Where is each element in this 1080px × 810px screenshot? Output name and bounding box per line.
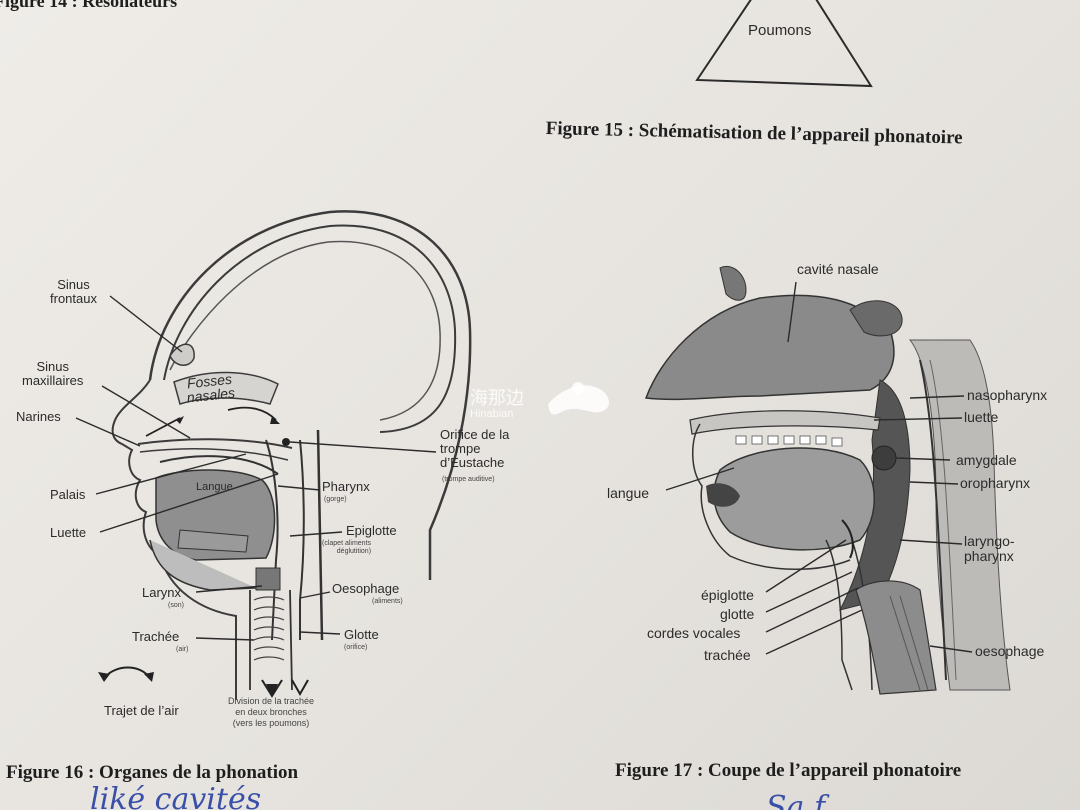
figure-14-caption: Figure 14 : Résonateurs — [0, 0, 178, 11]
label-langue-17: langue — [607, 485, 650, 501]
triangle-label-poumons: Poumons — [748, 22, 812, 39]
label-cavite-nasale: cavité nasale — [797, 261, 879, 277]
note-gorge: (gorge) — [324, 496, 347, 503]
figure-17-caption: Figure 17 : Coupe de l’appareil phonatoi… — [615, 760, 962, 781]
note-aliments: (aliments) — [372, 598, 403, 605]
figure-16-caption: Figure 16 : Organes de la phonation — [6, 762, 299, 783]
handwriting-left: liké cavités — [90, 782, 262, 810]
label-luette-16: Luette — [50, 525, 87, 540]
label-cordes-vocales: cordes vocales — [647, 625, 741, 641]
label-trajet-air: Trajet de l’air — [104, 703, 179, 718]
note-air: (air) — [176, 646, 189, 653]
label-larynx: Larynx — [142, 585, 182, 600]
label-oropharynx: oropharynx — [960, 475, 1031, 491]
label-sinus-maxillaires: Sinus maxillaires — [22, 359, 84, 388]
handwriting-right: Sa f... — [766, 790, 853, 810]
label-luette-17: luette — [964, 409, 999, 425]
label-amygdale: amygdale — [956, 452, 1017, 468]
label-pharynx: Pharynx — [322, 479, 370, 494]
label-nasopharynx: nasopharynx — [967, 387, 1048, 403]
note-orifice: (orifice) — [344, 644, 368, 651]
label-laryngopharynx: laryngo- pharynx — [964, 533, 1015, 564]
note-son: (son) — [168, 602, 184, 609]
label-langue-16: Langue — [196, 481, 233, 493]
label-glotte-16: Glotte — [344, 627, 379, 642]
label-orifice-eustache: Orifice de la trompe d’Eustache — [440, 427, 510, 470]
label-oesophage-17: oesophage — [975, 643, 1045, 659]
label-sinus-frontaux: Sinus frontaux — [50, 277, 97, 306]
label-trachee-17: trachée — [704, 647, 751, 663]
label-epiglotte-17: épiglotte — [701, 587, 754, 603]
label-oesophage-16: Oesophage — [332, 581, 400, 596]
label-palais: Palais — [50, 487, 86, 502]
label-glotte-17: glotte — [720, 606, 755, 622]
label-trachee-16: Trachée — [132, 629, 180, 644]
label-division-trachee: Division de la trachée en deux bronches … — [228, 696, 315, 728]
watermark-en: Hinabian — [470, 408, 514, 420]
note-trompe-auditive: (trompe auditive) — [442, 476, 495, 483]
note-clapet: (clapet aliments déglutition) — [322, 540, 372, 555]
watermark-cn: 海那边 — [470, 388, 524, 409]
label-narines: Narines — [16, 409, 61, 424]
label-epiglotte-16: Epiglotte — [346, 523, 397, 538]
